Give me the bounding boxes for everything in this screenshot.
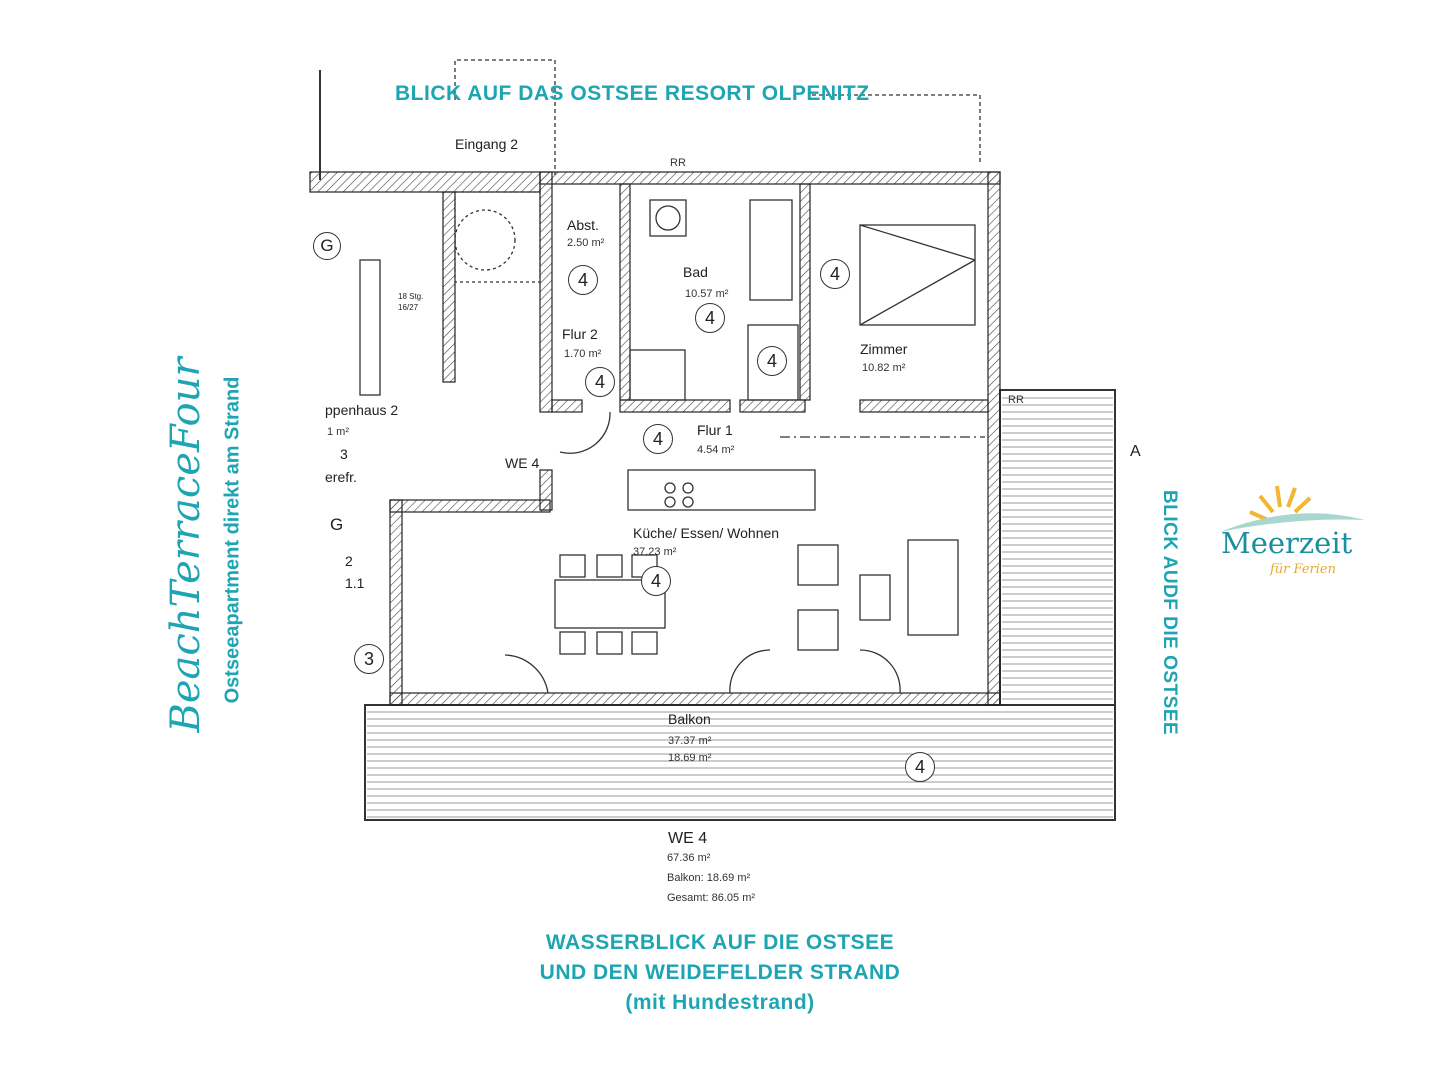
unit-marker: 4 bbox=[568, 265, 598, 295]
room-area: 4.54 m² bbox=[697, 444, 735, 456]
unit-marker: 4 bbox=[641, 566, 671, 596]
summary-area: 67.36 m² bbox=[667, 852, 711, 864]
logo-name: Meerzeit bbox=[1221, 526, 1353, 560]
room-name: Zimmer bbox=[860, 341, 908, 357]
stairwell-note: erefr. bbox=[325, 469, 357, 485]
room-name: Balkon bbox=[668, 711, 711, 727]
subtitle: Ostseeapartment direkt am Strand bbox=[221, 376, 244, 704]
bottom-line-3: (mit Hundestrand) bbox=[625, 991, 815, 1014]
room-area: 10.57 m² bbox=[685, 288, 729, 300]
unit-marker: 4 bbox=[757, 346, 787, 376]
stairwell-num: 3 bbox=[340, 446, 348, 462]
unit-marker: 4 bbox=[820, 259, 850, 289]
room-area: 10.82 m² bbox=[862, 362, 906, 374]
summary-balkon: Balkon: 18.69 m² bbox=[667, 872, 751, 884]
room-area: 1.70 m² bbox=[564, 348, 602, 360]
unit-marker: 4 bbox=[643, 424, 673, 454]
room-name: Flur 2 bbox=[562, 326, 598, 342]
label-eingang: Eingang 2 bbox=[455, 136, 519, 152]
stair-ratio: 16/27 bbox=[398, 303, 419, 312]
bottom-line-2: UND DEN WEIDEFELDER STRAND bbox=[539, 961, 901, 984]
summary-total: Gesamt: 86.05 m² bbox=[667, 892, 756, 904]
unit-label: WE 4 bbox=[505, 455, 540, 471]
stair-label: 1.1 bbox=[345, 575, 365, 591]
room-area: 37.23 m² bbox=[633, 546, 677, 558]
view-label-bottom: WASSERBLICK AUF DIE OSTSEE UND DEN WEIDE… bbox=[400, 928, 1040, 1018]
fixtures bbox=[319, 59, 985, 694]
unit-marker: 4 bbox=[585, 367, 615, 397]
stair-marker: G bbox=[313, 232, 341, 260]
stair-marker: G bbox=[330, 515, 344, 534]
script-title: BeachTerraceFour bbox=[163, 357, 209, 733]
stair-steps: 18 Stg. bbox=[398, 292, 424, 301]
logo-tagline: für Ferien bbox=[1270, 562, 1336, 577]
section-marker: A bbox=[1130, 443, 1141, 460]
meerzeit-logo: Meerzeit für Ferien bbox=[1215, 482, 1375, 582]
label-rr-2: RR bbox=[1008, 394, 1024, 406]
sun-icon bbox=[1220, 485, 1365, 532]
walls bbox=[309, 171, 1001, 706]
room-area: 2.50 m² bbox=[567, 237, 605, 249]
summary-unit: WE 4 bbox=[668, 830, 708, 847]
stairwell-name: ppenhaus 2 bbox=[325, 402, 399, 418]
stair-label: 2 bbox=[345, 553, 353, 569]
room-area: 37.37 m² bbox=[668, 735, 712, 747]
room-name: Bad bbox=[683, 264, 708, 280]
view-label-top: BLICK AUF DAS OSTSEE RESORT OLPENITZ bbox=[395, 82, 870, 105]
stairwell-area: 1 m² bbox=[327, 426, 349, 438]
room-name: Küche/ Essen/ Wohnen bbox=[633, 525, 780, 541]
unit-marker: 4 bbox=[695, 303, 725, 333]
balcony-deck bbox=[364, 389, 1116, 821]
label-rr: RR bbox=[670, 157, 686, 169]
view-label-right: BLICK AUDF DIE OSTSEE bbox=[1159, 490, 1180, 736]
room-area: 18.69 m² bbox=[668, 752, 712, 764]
bottom-line-1: WASSERBLICK AUF DIE OSTSEE bbox=[545, 931, 895, 954]
room-name: Abst. bbox=[567, 217, 599, 233]
unit-marker: 4 bbox=[905, 752, 935, 782]
unit-marker: 3 bbox=[354, 644, 384, 674]
room-name: Flur 1 bbox=[697, 422, 733, 438]
